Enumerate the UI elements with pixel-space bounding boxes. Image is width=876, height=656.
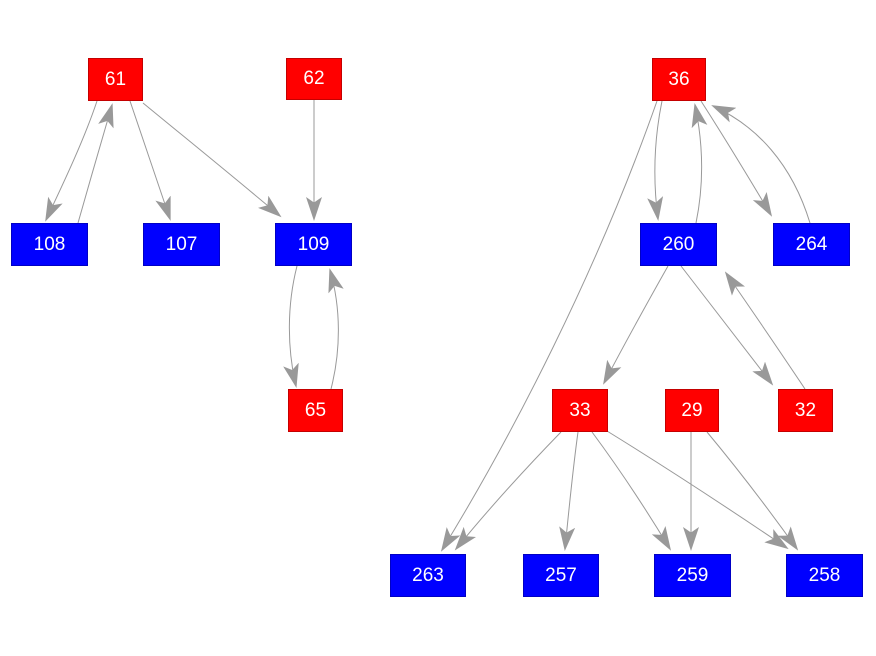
node-label: 36 [668,68,690,90]
node-label: 62 [303,68,325,89]
node-36[interactable]: 36 [652,58,706,101]
node-264[interactable]: 264 [773,223,850,266]
node-65[interactable]: 65 [288,389,343,432]
node-107[interactable]: 107 [143,223,220,266]
edge-36-260 [647,100,664,221]
node-62[interactable]: 62 [286,58,342,100]
node-label: 109 [297,233,330,255]
edge-32-260 [724,271,806,390]
node-label: 33 [569,399,591,421]
edge-29-258 [706,431,799,551]
edge-33-257 [559,431,579,551]
node-32[interactable]: 32 [778,389,833,432]
edge-61-108 [45,100,98,222]
node-258[interactable]: 258 [786,554,863,597]
edge-33-259 [591,431,672,551]
node-label: 65 [304,399,327,421]
edge-61-109 [142,102,282,218]
edge-61-107 [129,100,171,221]
node-label: 258 [808,564,841,586]
node-label: 32 [794,399,817,421]
node-label: 264 [795,233,828,255]
node-label: 61 [104,68,127,90]
edge-264-36 [711,105,811,224]
edge-36-263 [440,100,658,552]
node-259[interactable]: 259 [654,554,731,597]
node-label: 108 [33,233,66,255]
node-260[interactable]: 260 [640,223,717,266]
node-label: 257 [545,564,577,586]
edge-108-61 [77,103,114,224]
node-label: 29 [681,399,703,421]
edge-109-65 [283,265,299,388]
node-label: 259 [676,564,709,586]
node-label: 263 [412,564,444,586]
node-33[interactable]: 33 [552,389,608,432]
edge-260-32 [680,265,774,386]
edge-260-33 [603,265,669,385]
node-108[interactable]: 108 [11,223,88,266]
node-109[interactable]: 109 [275,223,352,266]
edge-260-36 [691,103,708,224]
node-257[interactable]: 257 [523,554,599,597]
node-263[interactable]: 263 [390,554,466,597]
node-61[interactable]: 61 [88,58,143,101]
edge-33-263 [454,431,562,551]
node-29[interactable]: 29 [665,389,719,432]
edge-33-258 [606,430,789,550]
edge-36-264 [700,100,773,217]
node-label: 260 [662,233,695,255]
node-label: 107 [165,233,198,255]
edge-65-109 [328,268,344,390]
